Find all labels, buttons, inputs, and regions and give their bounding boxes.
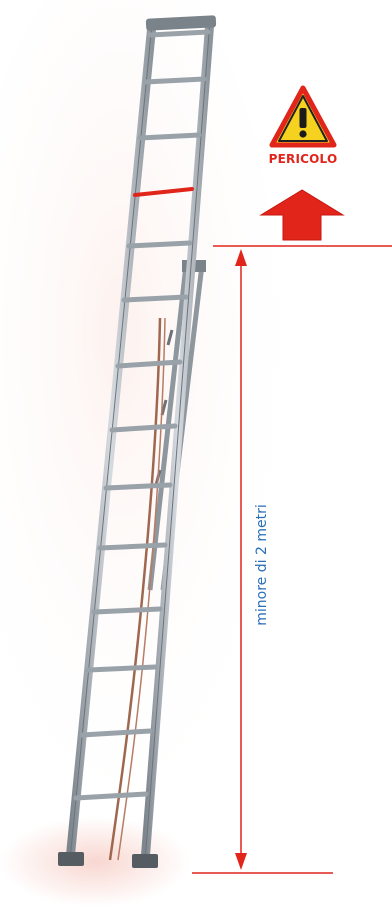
danger-label: PERICOLO: [263, 152, 343, 166]
ground-shadow: [0, 817, 190, 907]
height-dimension-label: minore di 2 metri: [254, 504, 270, 625]
ladder-right-foot: [132, 854, 158, 868]
warning-triangle-icon: [272, 88, 334, 145]
ladder-left-foot: [58, 852, 84, 866]
